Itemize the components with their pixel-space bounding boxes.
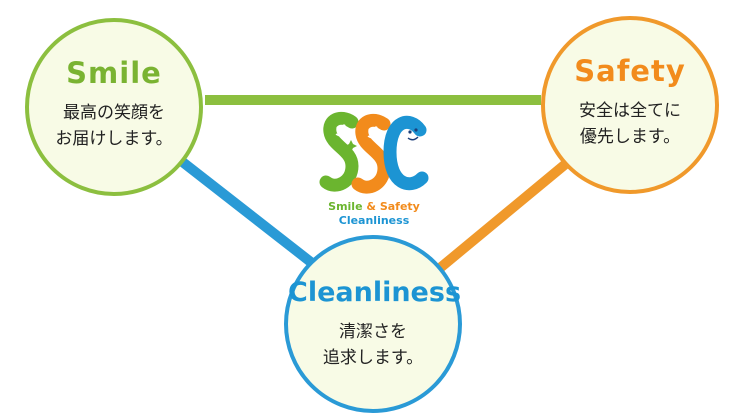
- node-safety-line-2: 優先します。: [579, 127, 681, 147]
- node-safety-line-1: 安全は全てに: [579, 101, 681, 121]
- logo-face-icons: [335, 124, 419, 141]
- node-cleanliness-line-2: 追求します。: [322, 348, 424, 368]
- node-smile-title: Smile: [66, 56, 162, 90]
- node-cleanliness-title: Cleanliness: [288, 277, 462, 308]
- logo-s-orange: [351, 113, 391, 194]
- logo-s-green: [319, 111, 359, 192]
- logo-tagline-1: Smile & Safety: [318, 200, 430, 213]
- logo-word-smile: Smile: [328, 200, 363, 213]
- node-smile: Smile 最高の笑顔を お届けします。: [25, 18, 203, 196]
- logo-word-safety: Safety: [379, 200, 420, 213]
- connector-safety-cleanliness: [436, 158, 572, 272]
- node-cleanliness-text: 清潔さを 追求します。: [288, 319, 458, 371]
- node-smile-text: 最高の笑顔を お届けします。: [29, 100, 199, 152]
- node-cleanliness-line-1: 清潔さを: [339, 322, 407, 342]
- logo-c-blue: [383, 115, 429, 191]
- node-safety-text: 安全は全てに 優先します。: [545, 98, 715, 150]
- ssc-logo: Smile & Safety Cleanliness SSC: [318, 108, 430, 233]
- connector-smile-cleanliness: [176, 156, 316, 267]
- sparkle-icon: [345, 140, 357, 152]
- logo-tagline-2: Cleanliness: [338, 214, 410, 227]
- ssc-logo-mark: [319, 111, 429, 194]
- node-smile-line-2: お届けします。: [55, 129, 173, 149]
- logo-ampersand: &: [366, 200, 376, 213]
- node-safety: Safety 安全は全てに 優先します。: [541, 16, 719, 194]
- node-smile-line-1: 最高の笑顔を: [63, 103, 165, 123]
- node-safety-title: Safety: [574, 54, 686, 88]
- node-cleanliness: Cleanliness 清潔さを 追求します。: [284, 235, 462, 413]
